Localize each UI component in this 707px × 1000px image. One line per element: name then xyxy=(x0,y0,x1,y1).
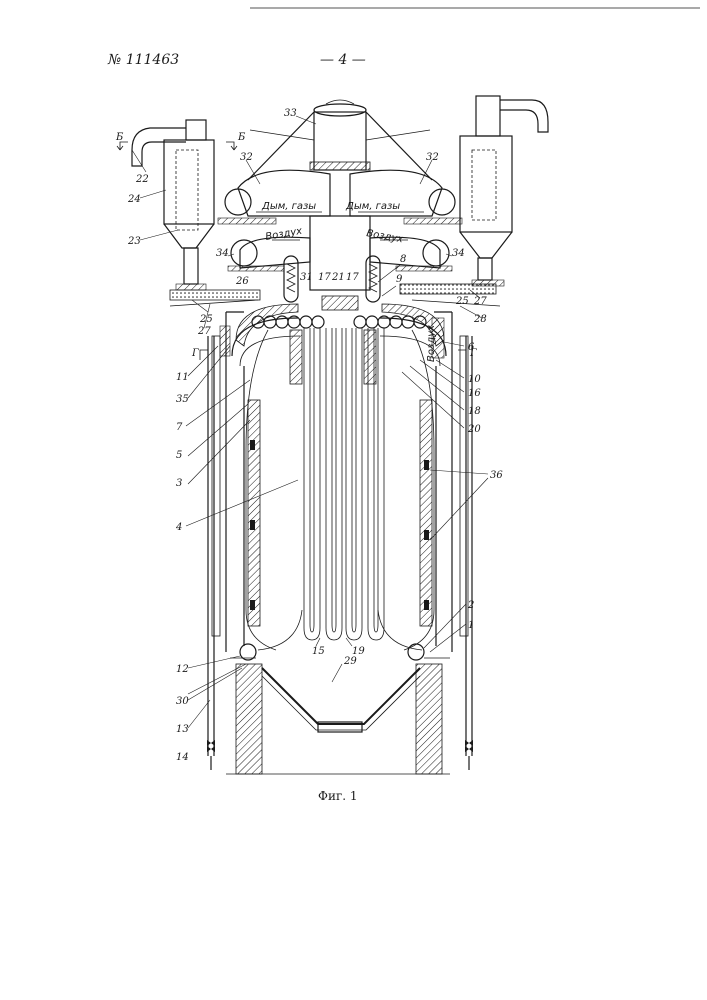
section-g-left: Г xyxy=(191,348,199,359)
callout-27-left: 27 xyxy=(197,326,211,337)
smoke-gas-label-left: Дым, газы xyxy=(261,201,316,212)
foundation xyxy=(226,664,450,774)
ash-hopper xyxy=(262,668,420,732)
callout-28: 28 xyxy=(473,314,487,325)
callout-7: 7 xyxy=(176,422,183,433)
callout-16: 16 xyxy=(468,388,481,399)
section-marks: Б Б Г Г xyxy=(115,132,477,360)
callout-22: 22 xyxy=(135,174,149,185)
callout-14: 14 xyxy=(176,752,189,763)
callout-20: 20 xyxy=(467,424,481,435)
callout-17-left: 17 xyxy=(318,272,331,283)
cyclone-left xyxy=(132,120,214,290)
callout-10: 10 xyxy=(468,374,481,385)
callout-31: 31 xyxy=(300,272,313,283)
section-b-left: Б xyxy=(115,132,124,143)
callout-30: 30 xyxy=(176,696,189,707)
callout-25-right: 25 xyxy=(455,296,469,307)
callout-27-right: 27 xyxy=(473,296,487,307)
callout-12: 12 xyxy=(176,664,189,675)
callout-1: 1 xyxy=(468,620,474,631)
air-label-right: Воздух xyxy=(365,228,403,245)
callout-18: 18 xyxy=(468,406,481,417)
cyclone-right xyxy=(460,96,548,286)
callout-26: 26 xyxy=(235,276,249,287)
callout-24: 24 xyxy=(127,194,141,205)
section-b-right: Б xyxy=(237,132,246,143)
callout-13: 13 xyxy=(176,724,189,735)
callout-2: 2 xyxy=(467,600,474,611)
figure-caption: Фиг. 1 xyxy=(318,789,358,803)
callout-11: 11 xyxy=(176,372,189,383)
callout-32-right: 32 xyxy=(426,152,439,163)
callout-5: 5 xyxy=(176,450,182,461)
chimney xyxy=(248,100,432,180)
callout-23: 23 xyxy=(127,236,141,247)
callout-15: 15 xyxy=(312,646,325,657)
inner-wall xyxy=(212,336,468,636)
callout-29: 29 xyxy=(343,656,357,667)
callout-4: 4 xyxy=(175,522,182,533)
callout-3: 3 xyxy=(176,478,182,489)
callout-34-right: 34 xyxy=(452,248,465,259)
callout-9: 9 xyxy=(396,274,403,285)
u-tubes xyxy=(246,328,434,650)
callout-25-left: 25 xyxy=(199,314,213,325)
callout-8: 8 xyxy=(400,254,406,265)
smoke-gas-label-right: Дым, газы xyxy=(345,201,400,212)
callout-6: 6 xyxy=(468,342,475,353)
callout-34-left: 34 xyxy=(216,248,229,259)
callout-21: 21 xyxy=(331,272,345,283)
callout-33: 33 xyxy=(284,108,297,119)
callout-36: 36 xyxy=(490,470,503,481)
callout-17-right: 17 xyxy=(346,272,359,283)
lower-collectors xyxy=(230,644,450,660)
callout-35: 35 xyxy=(176,394,189,405)
callout-32-left: 32 xyxy=(240,152,253,163)
